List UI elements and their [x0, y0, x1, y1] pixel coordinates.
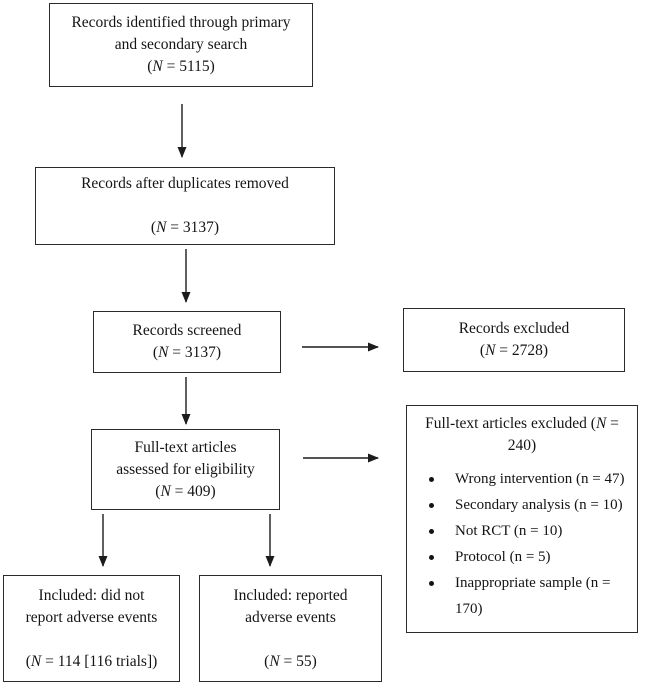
- text-line: Included: reported: [233, 586, 348, 604]
- text-line: Records identified through primary: [71, 14, 291, 31]
- text-line: (N = 114 [116 trials]): [25, 652, 158, 670]
- exclusion-reason: Inappropriate sample (n = 170): [413, 570, 631, 622]
- text-line: (N = 2728): [479, 342, 549, 359]
- text-line: (N = 3137): [150, 219, 220, 236]
- text-line: Records excluded: [458, 320, 570, 337]
- text-line: (N = 5115): [147, 58, 215, 75]
- exclusion-reason: Not RCT (n = 10): [413, 518, 631, 544]
- text-line: Included: did not: [38, 586, 145, 604]
- fulltext-excluded-title: Full-text articles excluded (N = 240): [413, 413, 631, 457]
- text-line: report adverse events: [25, 608, 158, 626]
- text-line: Full-text articles excluded (N =: [425, 415, 619, 432]
- text-line: Records after duplicates removed: [81, 175, 289, 192]
- box-fulltext-assessed: Full-text articles assessed for eligibili…: [91, 429, 280, 510]
- box-records-screened: Records screened (N = 3137): [93, 311, 281, 373]
- text-line: Full-text articles: [134, 438, 237, 456]
- exclusion-reason: Secondary analysis (n = 10): [413, 492, 631, 518]
- box-included-adverse-events: Included: reported adverse events (N = 55…: [199, 575, 382, 682]
- text-line: adverse events: [245, 608, 336, 626]
- exclusion-reason: Wrong intervention (n = 47): [413, 466, 631, 492]
- text-line: 240): [507, 437, 537, 454]
- text-line: (N = 55): [264, 652, 317, 670]
- exclusion-reason: Protocol (n = 5): [413, 544, 631, 570]
- text-line: (N = 3137): [152, 344, 222, 361]
- text-line: [204, 629, 377, 651]
- box-records-identified: Records identified through primary and se…: [49, 3, 313, 87]
- text-line: assessed for eligibility: [116, 460, 255, 478]
- box-records-after-duplicates: Records after duplicates removed (N = 31…: [35, 167, 335, 245]
- text-line: [40, 195, 330, 217]
- text-line: [8, 629, 175, 651]
- box-records-excluded: Records excluded (N = 2728): [403, 308, 625, 372]
- text-line: Records screened: [132, 322, 242, 339]
- box-included-no-adverse-events: Included: did not report adverse events (…: [3, 575, 180, 682]
- exclusion-reasons-list: Wrong intervention (n = 47)Secondary ana…: [413, 466, 631, 622]
- text-line: and secondary search: [114, 36, 248, 53]
- text-line: (N = 409): [155, 482, 216, 500]
- box-fulltext-excluded: Full-text articles excluded (N = 240) Wro…: [406, 405, 638, 633]
